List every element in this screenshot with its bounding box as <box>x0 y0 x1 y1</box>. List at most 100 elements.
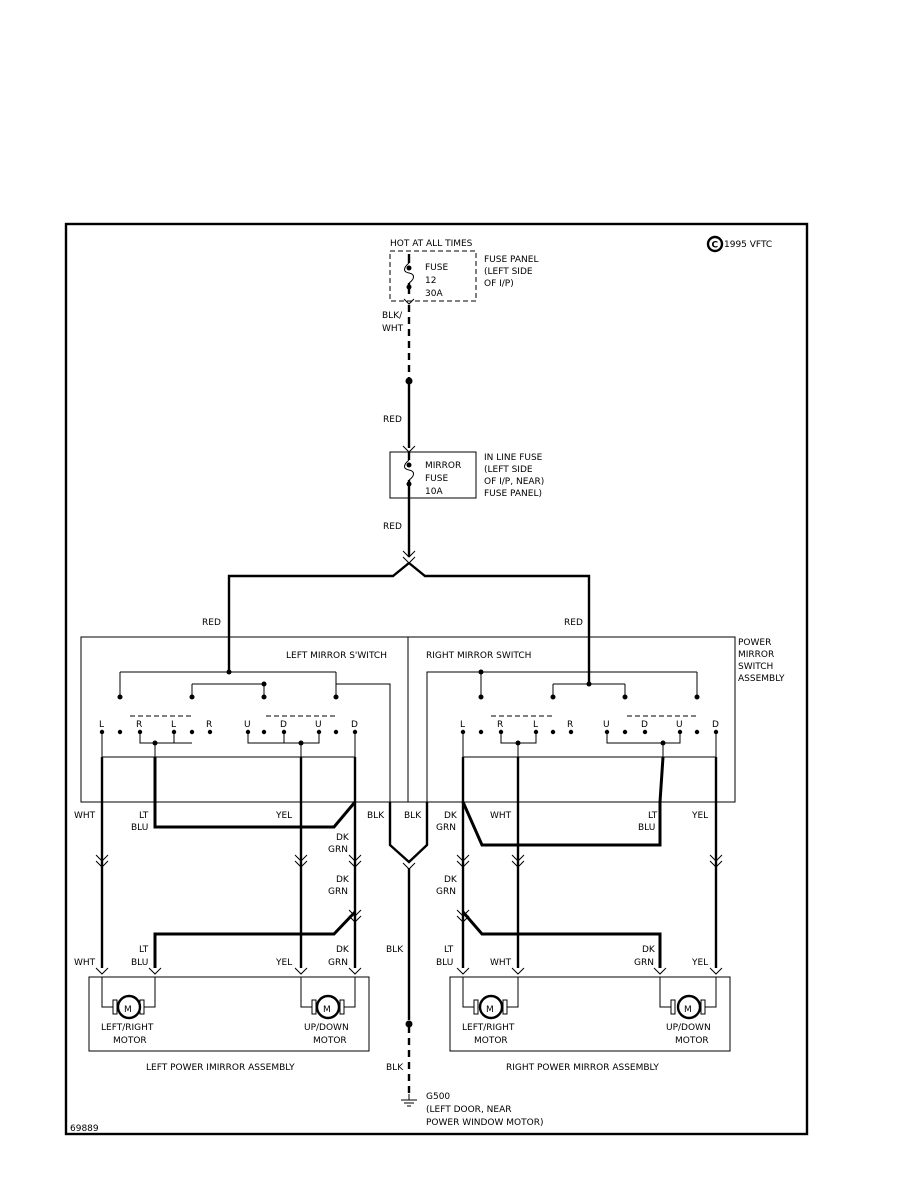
blk-label-right: BLK <box>404 811 422 821</box>
right-dk-grn-label-6: GRN <box>634 958 654 968</box>
right-switch-terminal-r2: R <box>567 720 573 730</box>
connector-chevrons <box>95 854 723 975</box>
left-switch-terminal-u2: U <box>315 720 322 730</box>
right-wht-label: WHT <box>490 811 512 821</box>
ground-location-2: POWER WINDOW MOTOR) <box>426 1118 543 1128</box>
left-yel-label: YEL <box>275 811 292 821</box>
left-lt-blu-label-3: LT <box>139 945 149 955</box>
left-wht-label: WHT <box>74 811 96 821</box>
right-wht-label-2: WHT <box>490 958 512 968</box>
left-dk-grn-label-2: GRN <box>328 845 348 855</box>
left-side-wiring <box>100 757 357 968</box>
red-label-left: RED <box>202 618 221 628</box>
fuse-panel-box <box>389 250 477 302</box>
left-ud-motor-label-1: UP/DOWN <box>304 1023 349 1033</box>
switch-assembly-label-3: SWITCH <box>738 662 773 672</box>
left-mirror-switch-label: LEFT MIRROR S'WITCH <box>286 651 387 661</box>
right-power-mirror-assembly-label: RIGHT POWER MIRROR ASSEMBLY <box>506 1063 659 1073</box>
right-mirror-switch <box>460 669 719 758</box>
copyright-text: 1995 VFTC <box>724 240 772 250</box>
fuse-12-symbol <box>403 254 415 305</box>
mirror-fuse-label-1: MIRROR <box>425 461 461 471</box>
right-switch-terminal-u2: U <box>676 720 683 730</box>
mirror-fuse-label-3: 10A <box>425 487 443 497</box>
left-dk-grn-label-6: GRN <box>328 958 348 968</box>
ground-id: G500 <box>426 1092 450 1102</box>
left-dk-grn-label-3: DK <box>336 875 350 885</box>
red-wire-left <box>227 562 410 672</box>
left-dk-grn-label-1: DK <box>336 833 350 843</box>
left-lt-blu-label-1: LT <box>139 811 149 821</box>
left-dk-grn-label-4: GRN <box>328 887 348 897</box>
left-ud-motor-symbol: M <box>323 1005 331 1015</box>
right-side-wiring <box>461 756 718 968</box>
left-lt-blu-label-2: BLU <box>131 823 148 833</box>
copyright-mark: C 1995 VFTC <box>706 235 772 253</box>
right-lr-motor-label-1: LEFT/RIGHT <box>462 1023 515 1033</box>
left-lt-blu-label-4: BLU <box>131 958 148 968</box>
right-dk-grn-label-1: DK <box>444 811 458 821</box>
hot-at-all-times-label: HOT AT ALL TIMES <box>390 239 473 249</box>
right-lr-motor <box>462 977 519 1020</box>
left-ud-motor-label-2: MOTOR <box>313 1036 347 1046</box>
right-dk-grn-label-5: DK <box>642 945 656 955</box>
left-lr-motor-label-2: MOTOR <box>113 1036 147 1046</box>
left-switch-terminal-r1: R <box>136 720 142 730</box>
right-mirror-switch-label: RIGHT MIRROR SWITCH <box>426 651 531 661</box>
svg-text:C: C <box>712 241 719 251</box>
right-switch-terminal-u1: U <box>603 720 610 730</box>
right-yel-label-2: YEL <box>691 958 708 968</box>
mirror-fuse-symbol <box>404 452 414 498</box>
blk-wht-label-1: BLK/ <box>382 311 403 321</box>
right-ud-motor-label-2: MOTOR <box>675 1036 709 1046</box>
inline-fuse-box <box>389 451 477 499</box>
right-switch-terminal-l1: L <box>460 720 465 730</box>
switch-assembly-label-2: MIRROR <box>738 650 774 660</box>
switch-assembly-label-4: ASSEMBLY <box>738 674 785 684</box>
right-lt-blu-label-4: BLU <box>436 958 453 968</box>
inline-fuse-location-4: FUSE PANEL) <box>484 489 542 499</box>
blk-label-ground: BLK <box>386 1063 404 1073</box>
right-lt-blu-label-1: LT <box>648 811 658 821</box>
left-ud-motor <box>300 977 356 1020</box>
diagram-frame <box>64 222 809 1136</box>
ground-splice-dot <box>405 1020 413 1028</box>
left-lr-motor <box>101 977 156 1020</box>
inline-fuse-location-1: IN LINE FUSE <box>484 453 543 463</box>
right-dk-grn-label-3: DK <box>444 875 458 885</box>
fuse-12-label-1: FUSE <box>425 263 448 273</box>
red-label-lower: RED <box>383 522 402 532</box>
red-wire-right <box>408 562 591 684</box>
right-switch-terminal-d1: D <box>641 720 648 730</box>
fuse-12-label-2: 12 <box>425 276 436 286</box>
left-lr-motor-symbol: M <box>124 1005 132 1015</box>
left-mirror-assembly-box <box>88 976 370 1052</box>
left-power-mirror-assembly-label: LEFT POWER IMIRROR ASSEMBLY <box>146 1063 295 1073</box>
ground-symbol <box>401 1094 417 1107</box>
left-wht-label-2: WHT <box>74 958 96 968</box>
right-mirror-assembly-box <box>449 976 731 1052</box>
left-switch-terminal-u1: U <box>244 720 251 730</box>
left-lr-motor-label-1: LEFT/RIGHT <box>101 1023 154 1033</box>
right-dk-grn-label-4: GRN <box>436 887 456 897</box>
fuse-12-label-3: 30A <box>425 289 443 299</box>
inline-fuse-location-2: (LEFT SIDE <box>484 465 533 475</box>
switch-assembly-label-1: POWER <box>738 638 771 648</box>
left-switch-terminal-d2: D <box>351 720 358 730</box>
ground-location-1: (LEFT DOOR, NEAR <box>426 1105 512 1115</box>
right-yel-label: YEL <box>691 811 708 821</box>
fuse-panel-location-2: (LEFT SIDE <box>484 267 533 277</box>
left-yel-label-2: YEL <box>275 958 292 968</box>
left-mirror-switch <box>99 669 358 758</box>
left-dk-grn-label-5: DK <box>336 945 350 955</box>
right-lt-blu-label-2: BLU <box>638 823 655 833</box>
right-dk-grn-label-2: GRN <box>436 823 456 833</box>
blk-label-left: BLK <box>367 811 385 821</box>
red-label-upper: RED <box>383 415 402 425</box>
right-ud-motor <box>659 977 717 1020</box>
right-switch-terminal-d2: D <box>712 720 719 730</box>
blk-wht-label-2: WHT <box>382 324 404 334</box>
left-switch-terminal-l1: L <box>99 720 104 730</box>
right-switch-terminal-l2: L <box>533 720 538 730</box>
blk-label-mid: BLK <box>386 945 404 955</box>
